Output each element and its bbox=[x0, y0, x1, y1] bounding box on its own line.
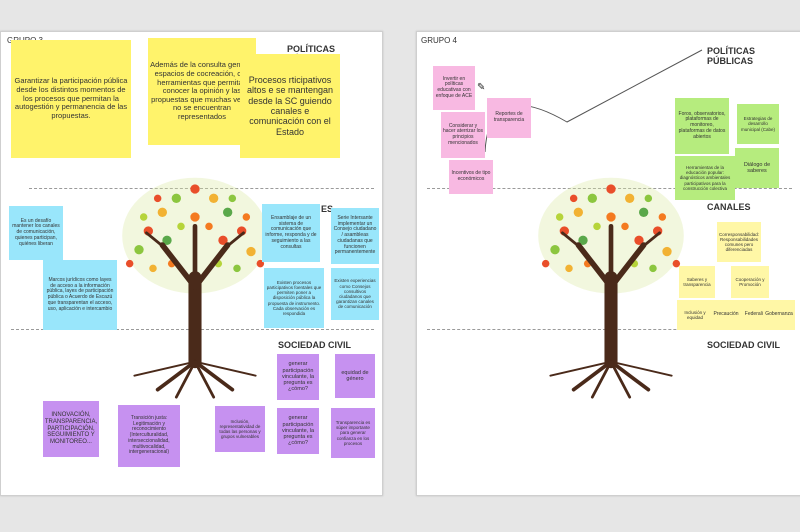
sticky-note[interactable]: Además de la consulta generar espacios d… bbox=[148, 38, 256, 145]
sticky-note[interactable]: generar participación vinculante, la pre… bbox=[277, 408, 319, 454]
sticky-note[interactable]: Transición justa: Legitimación y reconoc… bbox=[118, 405, 180, 467]
sticky-note[interactable]: Inclusión, representatividad de todas la… bbox=[215, 406, 265, 452]
group-title: GRUPO 4 bbox=[421, 36, 458, 45]
heading-canales: CANALES bbox=[707, 202, 751, 212]
sticky-note[interactable]: Serie Intersante implementar un Consejo … bbox=[331, 208, 379, 264]
board-grupo-3: GRUPO 3 POLÍTICAS PÚBLICAS ES SOCIEDAD C… bbox=[0, 31, 383, 496]
sticky-note[interactable]: Estrategias de desarrollo municipal (Cab… bbox=[737, 104, 779, 144]
sticky-note[interactable]: Procesos rticipativos altos e se manteng… bbox=[240, 54, 340, 158]
tree-illustration bbox=[538, 177, 684, 399]
sticky-note[interactable]: Considerar y hacer aterrizar los princip… bbox=[441, 112, 485, 158]
sticky-note[interactable]: Precaución bbox=[707, 300, 745, 330]
sticky-note[interactable]: Cooperación y Promoción bbox=[731, 266, 769, 298]
sticky-note[interactable]: Incentivos de tipo económicos bbox=[449, 160, 493, 194]
sticky-note[interactable]: Corresponsabilidad: Responsabilidades co… bbox=[717, 222, 761, 262]
heading-politicas-publicas: POLÍTICAS PÚBLICAS bbox=[707, 46, 756, 66]
sticky-note[interactable]: Invertir en políticas educativas con enf… bbox=[433, 66, 475, 110]
sticky-note[interactable]: INNOVACIÓN, TRANSPARENCIA, PARTICIPACIÓN… bbox=[43, 401, 99, 457]
svg-text:✎: ✎ bbox=[477, 82, 485, 93]
sticky-note[interactable]: generar participación vinculante, la pre… bbox=[277, 354, 319, 400]
divider-line bbox=[29, 188, 374, 189]
sticky-note[interactable]: Marcos jurídicos como layes de acceso a … bbox=[43, 260, 117, 330]
sticky-note[interactable]: Transparencia es súper importante para g… bbox=[331, 408, 375, 458]
sticky-note[interactable]: Herramientas de la educación popular: di… bbox=[675, 156, 735, 200]
tree-trunk bbox=[133, 224, 257, 399]
sticky-note[interactable]: Saberes y transparencia bbox=[679, 266, 715, 298]
sticky-note[interactable]: Gobernanza bbox=[763, 300, 795, 330]
sticky-note[interactable]: Existen procesos participativos foentale… bbox=[264, 268, 324, 328]
sticky-note[interactable]: Diálogo de saberes bbox=[735, 148, 779, 188]
heading-canales: ES bbox=[321, 204, 334, 214]
sticky-note[interactable]: Reportes de transparencia bbox=[487, 98, 531, 138]
tree-illustration bbox=[122, 177, 268, 399]
sticky-note[interactable]: Foros, observatorios, plataformas de mon… bbox=[675, 98, 729, 154]
sticky-note[interactable]: equidad de género bbox=[335, 354, 375, 398]
sticky-note[interactable]: Existen experiencias como Consejos consu… bbox=[331, 268, 379, 320]
tree-trunk bbox=[549, 224, 673, 399]
board-grupo-4: GRUPO 4 POLÍTICAS PÚBLICAS CANALES SOCIE… bbox=[416, 31, 800, 496]
sticky-note[interactable]: Ensamblaje de un sistema de comunicación… bbox=[262, 204, 320, 262]
heading-sociedad-civil: SOCIEDAD CIVIL bbox=[707, 340, 781, 350]
heading-sociedad-civil: SOCIEDAD CIVIL bbox=[278, 340, 352, 350]
sticky-note[interactable]: Garantizar la participación pública desd… bbox=[11, 40, 131, 158]
sticky-note[interactable]: Es un desafío mantener los canales de co… bbox=[9, 206, 63, 260]
